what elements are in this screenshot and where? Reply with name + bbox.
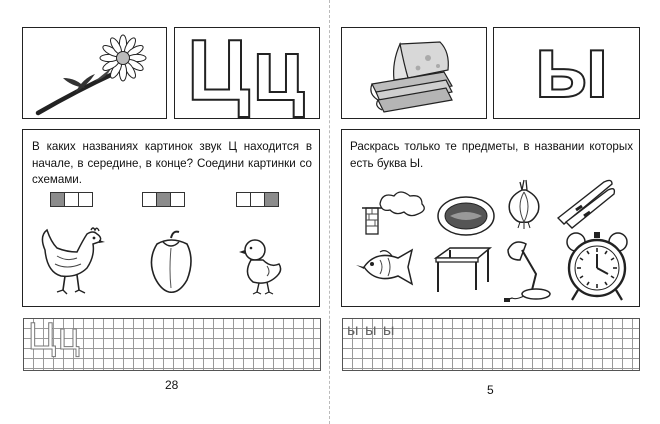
- desk-lamp-icon[interactable]: [502, 234, 556, 304]
- hollow-letters-ts: Цц: [186, 22, 307, 120]
- scheme-cell: [237, 193, 251, 206]
- left-task-box: В каких названиях картинок звук Ц находи…: [22, 129, 320, 307]
- hollow-letter-y: ы: [533, 16, 610, 117]
- scheme-cell: [51, 193, 65, 206]
- melon-icon[interactable]: [436, 194, 496, 238]
- chimney-smoke-icon[interactable]: [356, 190, 430, 236]
- skis-icon[interactable]: [554, 176, 616, 229]
- pepper-icon[interactable]: [143, 230, 199, 296]
- right-task-text: Раскрась только те предметы, в названии …: [350, 140, 633, 170]
- scheme-cell: [143, 193, 157, 206]
- letter-box-y: ы: [493, 16, 640, 119]
- right-task-box: Раскрась только те предметы, в названии …: [341, 129, 640, 307]
- page-spine: [329, 0, 330, 424]
- hen-icon[interactable]: [37, 226, 107, 298]
- daisy-icon: [35, 34, 147, 116]
- sound-scheme-start[interactable]: [50, 192, 93, 207]
- page-number-left: 28: [165, 378, 179, 392]
- scheme-cell: [251, 193, 265, 206]
- left-task-text: В каких названиях картинок звук Ц находи…: [32, 140, 312, 186]
- scheme-cell: [65, 193, 79, 206]
- scheme-cell: [265, 193, 278, 206]
- chick-icon[interactable]: [237, 234, 287, 296]
- table-icon[interactable]: [432, 244, 494, 296]
- alarm-clock-icon[interactable]: [564, 228, 630, 304]
- cheese-icon: [370, 41, 453, 113]
- fish-icon[interactable]: [350, 248, 416, 286]
- letter-box-ts: Цц: [174, 22, 320, 120]
- onion-icon[interactable]: [502, 178, 546, 230]
- daisy-picture-box: [22, 27, 167, 119]
- sound-scheme-middle[interactable]: [142, 192, 185, 207]
- left-practice-grid[interactable]: Цц: [23, 316, 321, 371]
- practice-letters-y: ы ы ы: [347, 322, 396, 339]
- scheme-cell: [157, 193, 171, 206]
- scheme-cell: [79, 193, 92, 206]
- cheese-picture-box: [341, 27, 487, 119]
- right-practice-grid[interactable]: ы ы ы: [342, 318, 640, 371]
- dotted-letters-ts: Цц: [28, 316, 82, 359]
- sound-scheme-end[interactable]: [236, 192, 279, 207]
- page-number-right: 5: [487, 383, 494, 397]
- scheme-cell: [171, 193, 184, 206]
